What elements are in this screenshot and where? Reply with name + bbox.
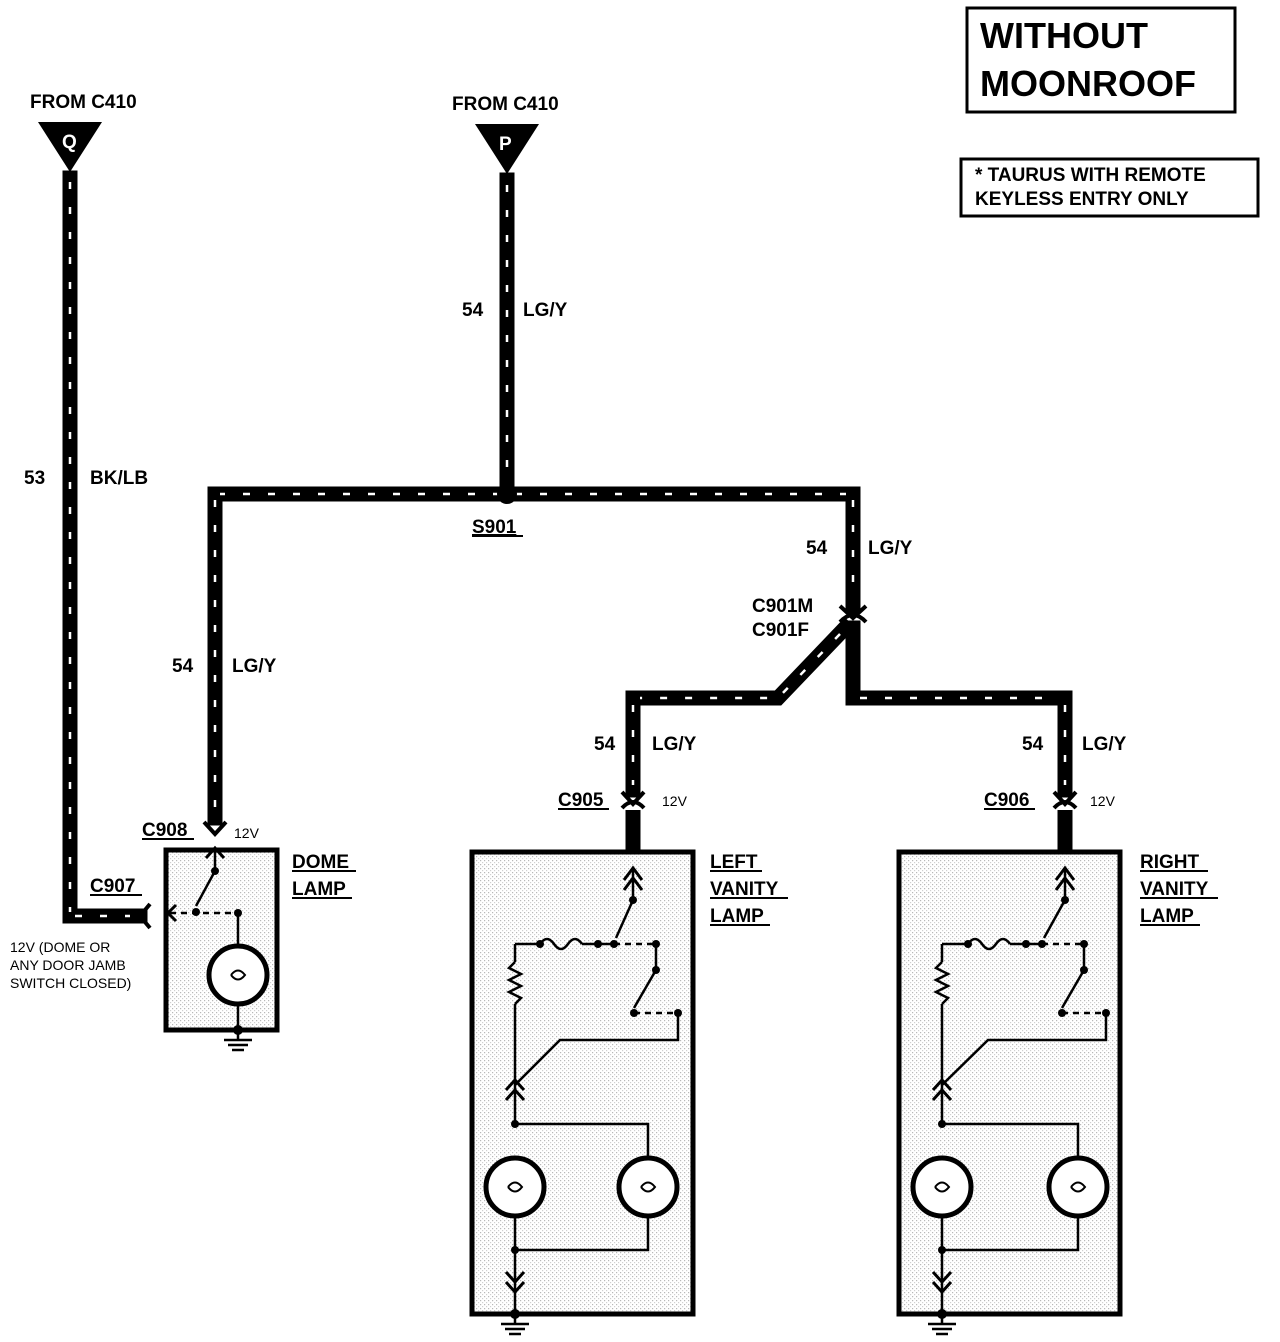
note-box: * TAURUS WITH REMOTE KEYLESS ENTRY ONLY (959, 157, 1260, 218)
wire-54-left-vanity (625, 617, 856, 850)
switch-note-line-3: SWITCH CLOSED) (10, 975, 131, 991)
dome-lamp-line-1: DOME (292, 852, 349, 873)
right-bulb-1-icon (910, 1155, 974, 1219)
left-vanity-line-1: LEFT (710, 852, 758, 873)
source-q-label: FROM C410 (30, 92, 137, 113)
c906-voltage: 12V (1090, 793, 1116, 809)
connector-c905-label: C905 (558, 790, 604, 811)
left-bulb-2-icon (616, 1155, 680, 1219)
splice-s901: S901 (472, 484, 523, 538)
source-q-pin: Q (62, 132, 77, 153)
source-p-label: FROM C410 (452, 94, 559, 115)
dome-lamp-line-2: LAMP (292, 879, 346, 900)
switch-note: 12V (DOME OR ANY DOOR JAMB SWITCH CLOSED… (10, 939, 131, 991)
title-line-1: WITHOUT (980, 15, 1148, 56)
connector-c907: C907 (90, 876, 152, 930)
dome-bulb-icon (206, 943, 270, 1007)
right-ground-icon (928, 1314, 956, 1336)
switch-note-line-1: 12V (DOME OR (10, 939, 110, 955)
wire-54-main-circuit: 54 (462, 300, 484, 321)
right-resistor-icon (933, 961, 951, 1005)
connector-c906: C906 12V (984, 790, 1116, 811)
switch-note-line-2: ANY DOOR JAMB (10, 957, 126, 973)
connector-c907-label: C907 (90, 876, 135, 897)
wire-54-dome-circuit: 54 (172, 656, 194, 677)
connector-c906-label: C906 (984, 790, 1029, 811)
wire-54-feed-circuit: 54 (806, 538, 828, 559)
connector-q-icon (38, 122, 102, 172)
connector-c901f-label: C901F (752, 620, 809, 641)
left-vanity-lamp: LEFT VANITY LAMP (469, 849, 788, 1336)
dome-lamp: DOME LAMP (163, 845, 356, 1052)
left-vanity-line-3: LAMP (710, 906, 764, 927)
c905-voltage: 12V (662, 793, 688, 809)
wire-54-right-vanity (845, 620, 1073, 850)
wire-53-circuit: 53 (24, 468, 45, 489)
connector-c905: C905 12V (558, 790, 688, 811)
wire-54-dome-color: LG/Y (232, 656, 277, 677)
right-bulb-2-icon (1046, 1155, 1110, 1219)
wire-54-dome (207, 486, 515, 826)
c908-voltage: 12V (234, 825, 260, 841)
source-q: FROM C410 Q (30, 92, 137, 172)
connector-p-icon (475, 124, 539, 174)
right-vanity-line-3: LAMP (1140, 906, 1194, 927)
left-vanity-line-2: VANITY (710, 879, 779, 900)
connector-c908: C908 12V (142, 820, 260, 841)
wire-54-left-color: LG/Y (652, 734, 697, 755)
splice-label: S901 (472, 517, 517, 538)
connector-c901: C901M C901F (752, 596, 868, 641)
left-ground-icon (501, 1314, 529, 1336)
wire-54-left-circuit: 54 (594, 734, 616, 755)
dome-ground-icon (224, 1030, 252, 1052)
note-line-1: * TAURUS WITH REMOTE (975, 165, 1206, 186)
left-resistor-icon (506, 961, 524, 1005)
note-line-2: KEYLESS ENTRY ONLY (975, 189, 1189, 210)
source-p-pin: P (499, 134, 512, 155)
wire-54-right-color: LG/Y (1082, 734, 1127, 755)
title-box: WITHOUT MOONROOF (965, 6, 1237, 114)
right-vanity-lamp: RIGHT VANITY LAMP (896, 849, 1218, 1336)
wire-53-color: BK/LB (90, 468, 148, 489)
wire-54-right-circuit: 54 (1022, 734, 1044, 755)
right-vanity-line-2: VANITY (1140, 879, 1209, 900)
right-vanity-line-1: RIGHT (1140, 852, 1200, 873)
title-line-2: MOONROOF (980, 63, 1196, 104)
source-p: FROM C410 P (452, 94, 559, 174)
left-bulb-1-icon (483, 1155, 547, 1219)
connector-c901m-label: C901M (752, 596, 813, 617)
wire-53 (62, 170, 148, 924)
wire-54-vanity-feed (499, 486, 861, 614)
wire-54-feed-color: LG/Y (868, 538, 913, 559)
wire-54-main-color: LG/Y (523, 300, 568, 321)
connector-c908-label: C908 (142, 820, 187, 841)
